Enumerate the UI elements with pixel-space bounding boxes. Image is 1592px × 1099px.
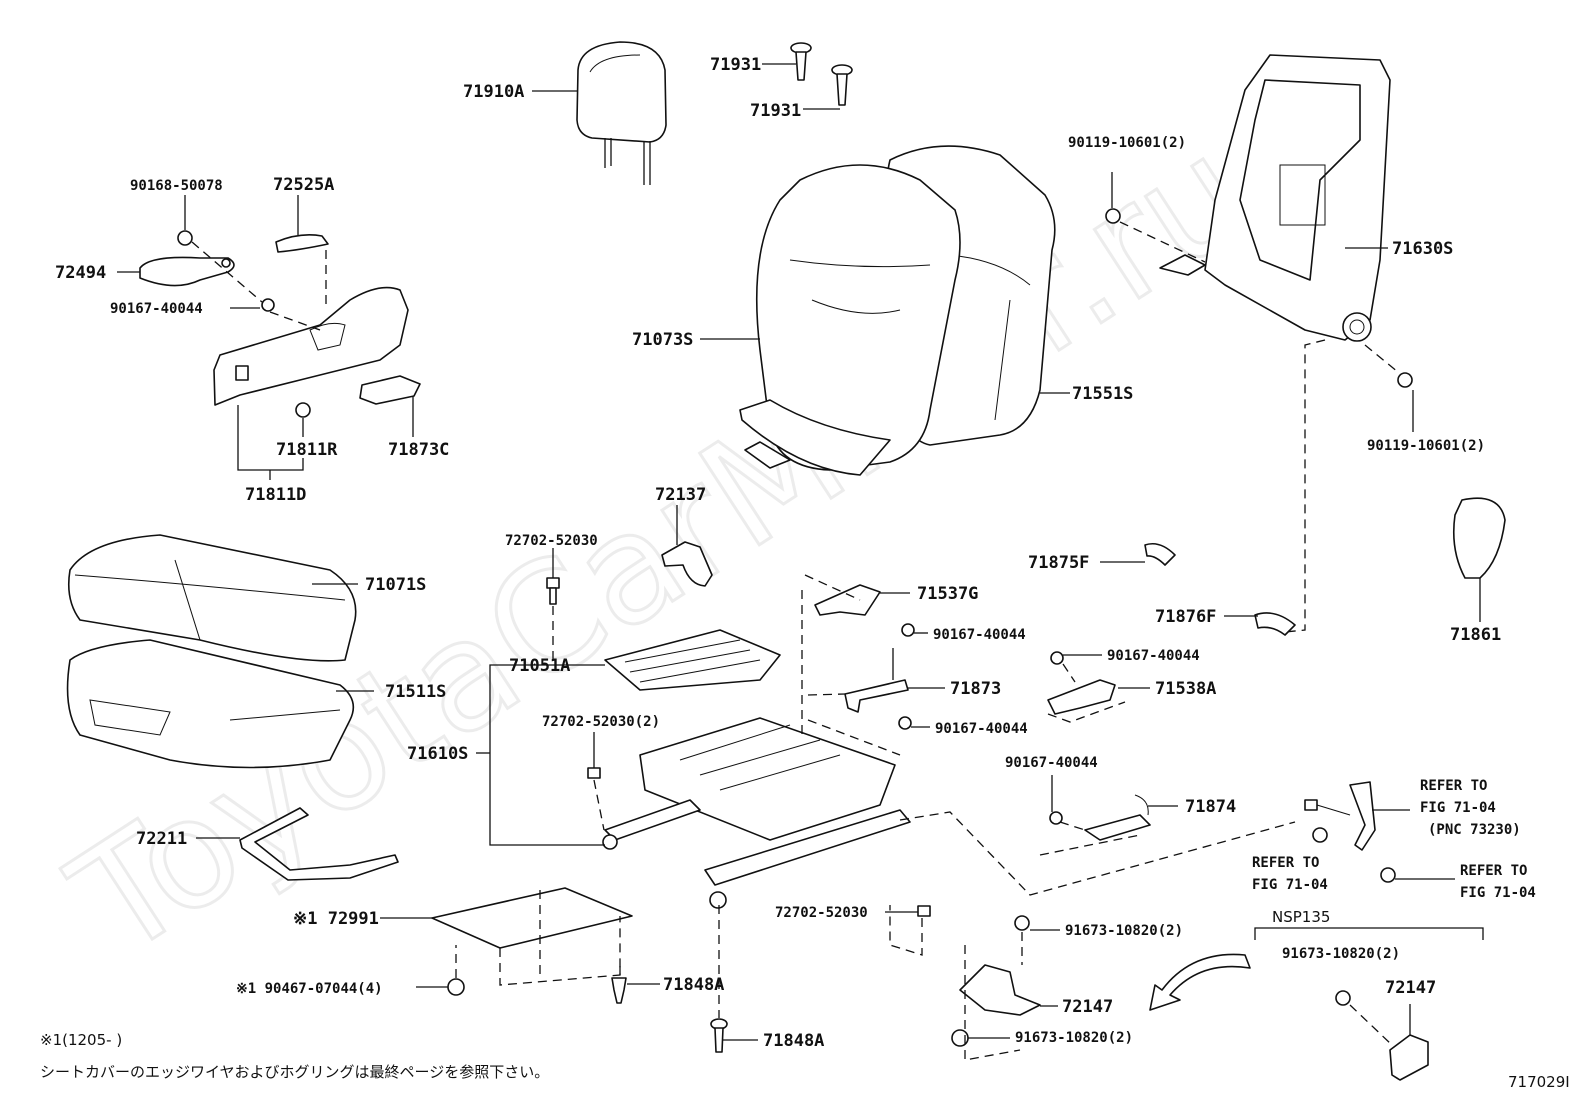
part-71538A: [1047, 679, 1116, 715]
part-71873: [844, 679, 909, 713]
refer-note-right: REFER TO FIG 71-04: [1460, 863, 1536, 901]
nsp-bracket-line: [1254, 927, 1484, 940]
seatbelt-buckle: [1304, 781, 1396, 883]
label-71511S: 71511S: [385, 682, 446, 702]
part-71875F: [1144, 542, 1176, 566]
knob-71861: [1452, 497, 1506, 579]
label-71630S: 71630S: [1392, 239, 1453, 259]
bracket-72147-nsp135: [1335, 990, 1429, 1081]
label-72525A: 72525A: [273, 175, 334, 195]
figure-number: 717029I: [1508, 1073, 1570, 1091]
fastener-71848A: [611, 977, 728, 1053]
label-72137: 72137: [655, 485, 706, 505]
label-91673-10820-a: 91673-10820(2): [1065, 923, 1183, 939]
label-71931-bottom: 71931: [750, 101, 801, 121]
headrest: [576, 41, 667, 185]
svg-text:REFER TO: REFER TO: [1460, 863, 1527, 879]
label-71931-top: 71931: [710, 55, 761, 75]
label-90168-50078: 90168-50078: [130, 178, 223, 194]
label-71051A: 71051A: [509, 656, 570, 676]
svg-text:FIG 71-04: FIG 71-04: [1460, 885, 1536, 901]
label-72147-b: 72147: [1385, 978, 1436, 998]
label-71811R: 71811R: [276, 440, 338, 460]
label-71910A: 71910A: [463, 82, 524, 102]
label-71811D: 71811D: [245, 485, 306, 505]
label-71873: 71873: [950, 679, 1001, 699]
label-71538A: 71538A: [1155, 679, 1216, 699]
label-90167-40044-a: 90167-40044: [110, 301, 203, 317]
label-71876F: 71876F: [1155, 607, 1216, 627]
label-90167-40044-e: 90167-40044: [1005, 755, 1098, 771]
label-72702-52030-b: 72702-52030(2): [542, 714, 660, 730]
label-71875F: 71875F: [1028, 553, 1089, 573]
label-nsp135: NSP135: [1272, 908, 1330, 926]
label-71848A-a: 71848A: [663, 975, 724, 995]
label-71551S: 71551S: [1072, 384, 1133, 404]
label-90167-40044-c: 90167-40044: [1107, 648, 1200, 664]
arrow: [1149, 953, 1251, 1011]
label-71071S: 71071S: [365, 575, 426, 595]
watermark: ToyotaCarMiner.ru: [44, 104, 1279, 990]
footnote-note: シートカバーのエッジワイヤおよびホグリングは最終ページを参照下さい。: [40, 1063, 549, 1081]
part-71874: [1084, 814, 1151, 841]
part-71537G: [814, 584, 881, 616]
label-71874: 71874: [1185, 797, 1236, 817]
label-90167-40044-d: 90167-40044: [935, 721, 1028, 737]
label-90167-40044-b: 90167-40044: [933, 627, 1026, 643]
label-91673-10820-b: 91673-10820(2): [1015, 1030, 1133, 1046]
label-72702-52030-a: 72702-52030: [505, 533, 598, 549]
svg-text:FIG 71-04: FIG 71-04: [1252, 877, 1328, 893]
footnote-range: ※1(1205- ): [40, 1031, 122, 1049]
label-72494: 72494: [55, 263, 106, 283]
label-71073S: 71073S: [632, 330, 693, 350]
headrest-guide-71931: [790, 42, 853, 106]
svg-text:REFER TO: REFER TO: [1420, 778, 1487, 794]
part-72137: [661, 541, 713, 587]
seat-spring-71051A: [604, 629, 781, 691]
label-71610S: 71610S: [407, 744, 468, 764]
label-71848A-b: 71848A: [763, 1031, 824, 1051]
label-71873C: 71873C: [388, 440, 449, 460]
svg-text:REFER TO: REFER TO: [1252, 855, 1319, 871]
bracket-72147: [951, 915, 1041, 1047]
label-72147-a: 72147: [1062, 997, 1113, 1017]
seat-adjuster-71610S: [602, 717, 911, 909]
part-71876F: [1254, 612, 1296, 636]
seat-cushion-pad-71511S: [66, 639, 355, 769]
seat-cushion-shield: [139, 230, 421, 418]
svg-text:(PNC 73230): (PNC 73230): [1428, 822, 1521, 838]
plate-72991: [431, 887, 633, 949]
label-91673-10820-c: 91673-10820(2): [1282, 946, 1400, 962]
label-71537G: 71537G: [917, 584, 978, 604]
refer-note-pnc-73230: REFER TO FIG 71-04 (PNC 73230): [1420, 778, 1521, 838]
label-72702-52030-c: 72702-52030: [775, 905, 868, 921]
label-72991: ※1 72991: [293, 909, 379, 929]
seat-cushion-cover-71071S: [67, 534, 357, 662]
label-90467-07044: ※1 90467-07044(4): [236, 981, 383, 997]
label-90119-10601-a: 90119-10601(2): [1068, 135, 1186, 151]
seat-wire-72211: [239, 807, 399, 881]
label-72211: 72211: [136, 829, 187, 849]
svg-text:FIG 71-04: FIG 71-04: [1420, 800, 1496, 816]
label-90119-10601-b: 90119-10601(2): [1367, 438, 1485, 454]
label-71861: 71861: [1450, 625, 1501, 645]
seatback-frame-71630S: [1159, 54, 1391, 342]
refer-note-left: REFER TO FIG 71-04: [1252, 855, 1328, 893]
seatback-cover-71073S: [739, 164, 961, 476]
